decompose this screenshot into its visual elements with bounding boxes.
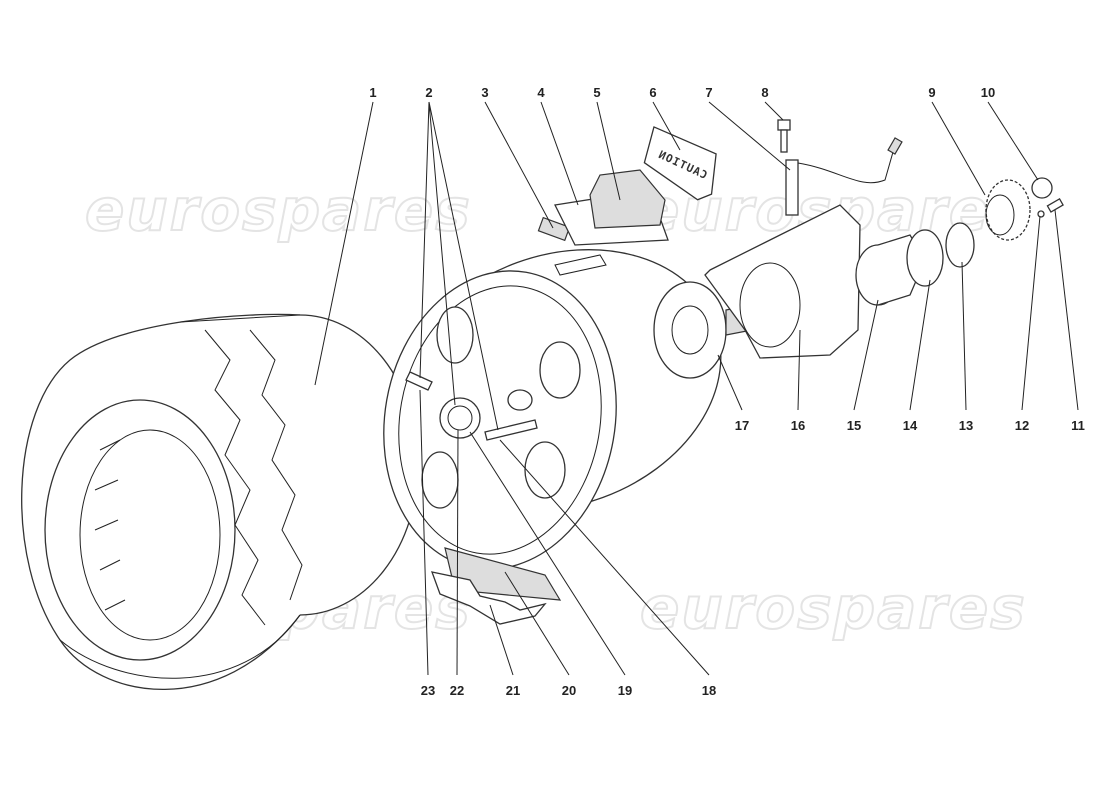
steering-knuckle: [704, 204, 861, 359]
callout-11: 11: [1071, 418, 1085, 433]
bolt: [777, 119, 791, 153]
screw: [1046, 198, 1064, 213]
gasket: [430, 571, 547, 625]
callout-23: 23: [421, 683, 435, 698]
lock-nut: [945, 222, 975, 268]
svg-text:eurospares: eurospares: [640, 574, 1027, 642]
callout-4: 4: [537, 85, 545, 100]
svg-text:eurospares: eurospares: [85, 176, 472, 244]
callout-18: 18: [702, 683, 716, 698]
callouts-right: 17 16 15 14 13 12 11: [735, 418, 1085, 433]
callouts-bottom: 23 22 21 20 19 18: [421, 683, 716, 698]
callout-5: 5: [593, 85, 600, 100]
callout-16: 16: [791, 418, 805, 433]
callout-22: 22: [450, 683, 464, 698]
callout-3: 3: [481, 85, 488, 100]
cap: [1031, 177, 1053, 199]
clip: [537, 216, 571, 242]
tire: [21, 313, 419, 690]
washer: [1037, 210, 1045, 218]
callout-14: 14: [903, 418, 918, 433]
wheel-bolt: [484, 419, 538, 441]
callout-8: 8: [761, 85, 768, 100]
callout-20: 20: [562, 683, 576, 698]
cover: [589, 169, 666, 229]
callout-10: 10: [981, 85, 995, 100]
callout-19: 19: [618, 683, 632, 698]
callout-21: 21: [506, 683, 520, 698]
callout-9: 9: [928, 85, 935, 100]
center-cap: [439, 397, 481, 439]
callout-17: 17: [735, 418, 749, 433]
callouts-top: 1 2 3 4 5 6 7 8 9 10: [369, 85, 995, 100]
callout-6: 6: [649, 85, 656, 100]
wheel-rim: [383, 249, 722, 570]
valve: [405, 371, 433, 391]
callout-15: 15: [847, 418, 861, 433]
callout-7: 7: [705, 85, 712, 100]
ring-nut: [906, 229, 944, 287]
callout-13: 13: [959, 418, 973, 433]
leader-lines: [314, 101, 1079, 676]
callout-1: 1: [369, 85, 376, 100]
speed-sensor: [785, 137, 903, 216]
caution-plate: CAUTION: [643, 126, 717, 201]
callout-12: 12: [1015, 418, 1029, 433]
callout-2: 2: [425, 85, 432, 100]
